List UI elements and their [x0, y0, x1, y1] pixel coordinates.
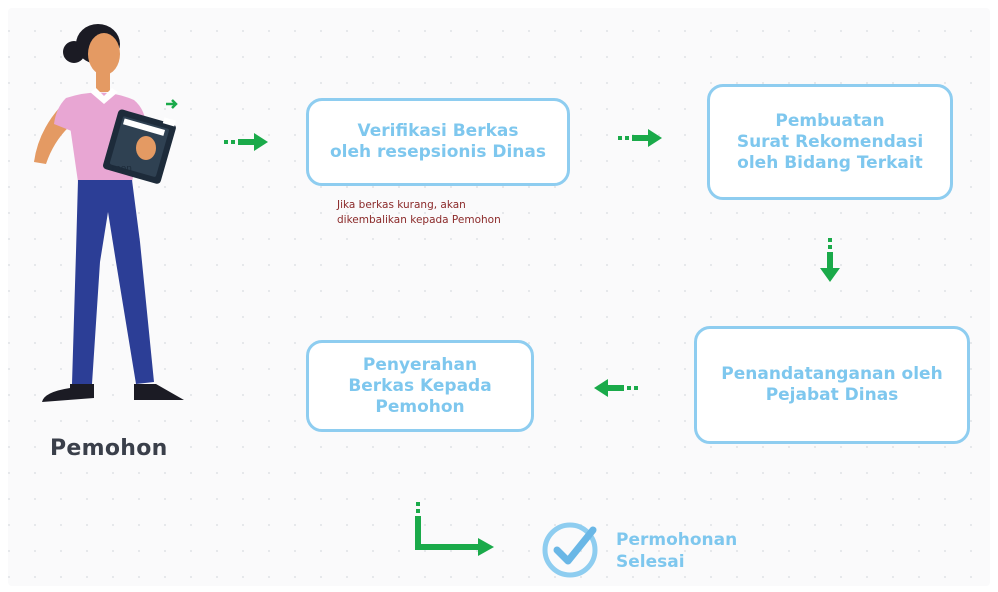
- step-penandatanganan-box: Penandatanganan oleh Pejabat Dinas: [694, 326, 970, 444]
- check-circle-icon: [542, 522, 598, 578]
- result-label: Permohonan Selesai: [616, 530, 738, 572]
- arrow-elbow-right-icon: [415, 502, 494, 556]
- clipboard-text: mon: [112, 164, 132, 174]
- step-penyerahan-box: Penyerahan Berkas Kepada Pemohon: [306, 340, 534, 432]
- woman-with-clipboard-icon: [34, 24, 184, 402]
- return-note: Jika berkas kurang, akan dikembalikan ke…: [337, 199, 501, 226]
- arrow-right-icon: [618, 129, 662, 147]
- actor-label: Pemohon: [50, 436, 168, 461]
- step-penyerahan-label: Penyerahan Berkas Kepada Pemohon: [348, 354, 492, 417]
- arrow-down-icon: [820, 238, 840, 282]
- step-verifikasi-label: Verifikasi Berkas oleh resepsionis Dinas: [329, 121, 546, 162]
- step-penandatanganan-label: Penandatanganan oleh Pejabat Dinas: [721, 364, 943, 405]
- arrow-left-icon: [594, 379, 638, 397]
- step-verifikasi-box: Verifikasi Berkas oleh resepsionis Dinas: [306, 98, 570, 186]
- step-pembuatan-box: Pembuatan Surat Rekomendasi oleh Bidang …: [707, 84, 953, 200]
- step-pembuatan-label: Pembuatan Surat Rekomendasi oleh Bidang …: [736, 110, 924, 173]
- arrow-right-icon: [224, 133, 268, 151]
